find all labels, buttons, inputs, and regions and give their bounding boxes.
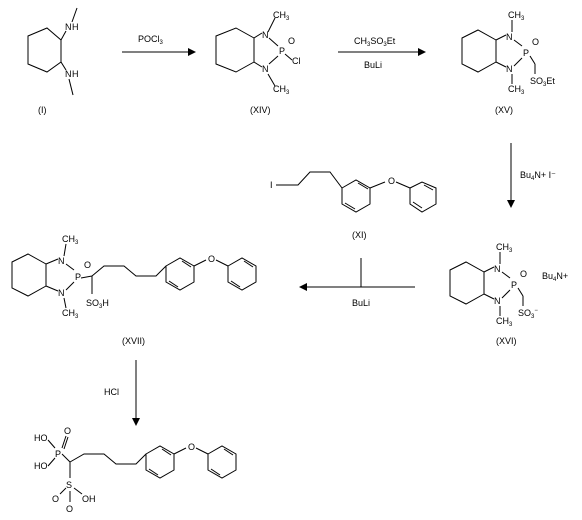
methyl-label: CH3 — [508, 84, 525, 96]
sulfonic-acid-group: SO3H — [86, 298, 109, 310]
atom-n: N — [494, 296, 501, 306]
reaction-step-2: CH3SO3Et BuLi — [338, 36, 426, 70]
atom-o: O — [64, 426, 71, 436]
atom-p: P — [75, 272, 81, 282]
atom-n: N — [65, 69, 72, 79]
compound-label: (XV) — [495, 105, 513, 115]
methyl-label: CH3 — [62, 234, 79, 246]
atom-ho: HO — [34, 433, 48, 443]
atom-n: N — [58, 288, 65, 298]
atom-p: P — [55, 449, 61, 459]
reaction-step-1: POCl3 — [122, 34, 196, 56]
compound-label: (XIV) — [250, 105, 271, 115]
atom-n: N — [58, 256, 65, 266]
atom-p: P — [511, 280, 517, 290]
atom-o: O — [208, 254, 215, 264]
atom-o: O — [288, 36, 295, 46]
reaction-step-5: HCl — [104, 360, 140, 426]
methyl-label: CH3 — [273, 10, 290, 22]
compound-label: (XI) — [352, 230, 367, 240]
reagent-label: CH3SO3Et — [354, 36, 396, 48]
atom-n: N — [262, 64, 269, 74]
atom-n: N — [506, 64, 513, 74]
atom-o: O — [84, 260, 91, 270]
atom-o: O — [52, 494, 59, 504]
reagent-label: Bu4N+ I⁻ — [520, 170, 556, 182]
methyl-label: CH3 — [62, 308, 79, 320]
compound-XIV: N N CH3 CH3 P O Cl (XIV) — [215, 10, 301, 115]
compound-XVI: N N CH3 CH3 P O SO3− Bu4N+ (XVI) — [449, 242, 568, 346]
atom-oh: OH — [82, 494, 96, 504]
reaction-step-4: BuLi — [299, 258, 415, 308]
compound-XV: N N CH3 CH3 P O SO3Et (XV) — [461, 10, 555, 115]
atom-n: N — [506, 32, 513, 42]
compound-XI: I O (XI) — [270, 171, 437, 240]
atom-o: O — [66, 504, 73, 514]
compound-product: HO HO P O S O O OH O — [34, 426, 237, 514]
atom-n: N — [494, 264, 501, 274]
sulfonate-group: SO3Et — [530, 76, 555, 88]
methyl-label: CH3 — [508, 10, 525, 22]
atom-h: H — [72, 69, 79, 79]
methyl-label: CH3 — [496, 242, 513, 254]
reagent-label: HCl — [104, 387, 119, 397]
compound-I: N H N H (I) — [27, 7, 79, 115]
atom-h: H — [72, 22, 79, 32]
atom-o: O — [388, 176, 395, 186]
compound-XVII: N N CH3 CH3 P O SO3H O (XVII) — [11, 234, 257, 346]
atom-o: O — [188, 442, 195, 452]
reagent-label: BuLi — [352, 298, 370, 308]
atom-o: O — [532, 37, 539, 47]
atom-s: S — [66, 480, 72, 490]
methyl-label: CH3 — [496, 316, 513, 328]
atom-n: N — [262, 30, 269, 40]
compound-label: (I) — [38, 105, 47, 115]
atom-cl: Cl — [292, 56, 301, 66]
atom-p: P — [279, 46, 285, 56]
counter-cation: Bu4N+ — [542, 271, 568, 283]
reagent-label: POCl3 — [138, 34, 164, 46]
atom-o: O — [520, 269, 527, 279]
sulfonate-group: SO3− — [518, 308, 538, 320]
atom-p: P — [523, 48, 529, 58]
atom-ho: HO — [34, 461, 48, 471]
reagent-label: BuLi — [364, 60, 382, 70]
compound-label: (XVII) — [122, 336, 145, 346]
methyl-label: CH3 — [273, 84, 290, 96]
compound-label: (XVI) — [496, 336, 517, 346]
atom-i: I — [270, 180, 273, 190]
atom-n: N — [65, 22, 72, 32]
reaction-step-3: Bu4N+ I⁻ — [507, 143, 556, 208]
